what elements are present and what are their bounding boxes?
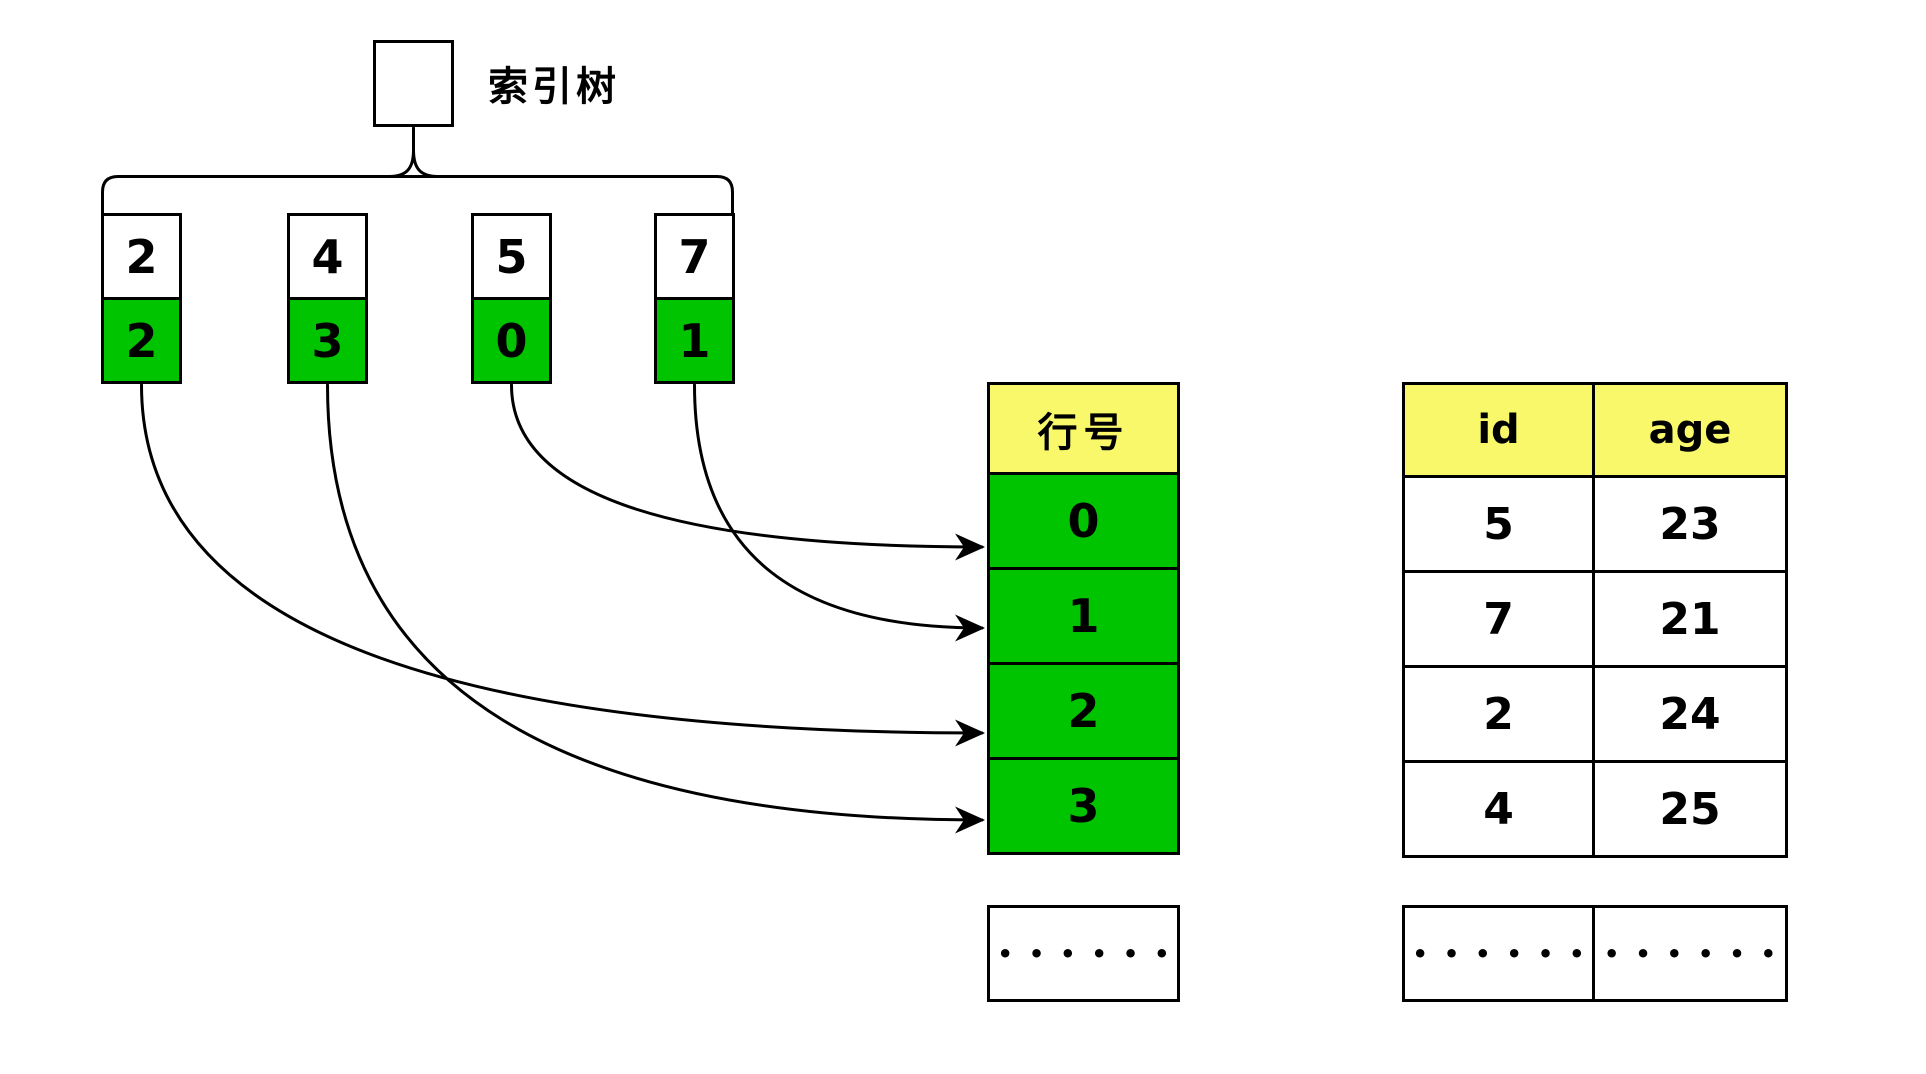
arrow-leaf-2-to-row-2 (140, 383, 985, 747)
data-table-header-row: id age (1405, 385, 1785, 478)
tree-connector-bracket (101, 126, 734, 217)
age-cell: 25 (1659, 783, 1721, 835)
data-table-ellipsis-box: •••••• •••••• (1402, 905, 1788, 1002)
table-row: 7 21 (1405, 573, 1785, 668)
leaf-node-key-2: 2 2 (101, 213, 182, 384)
leaf-row-pointer: 0 (474, 300, 549, 381)
leaf-key: 2 (104, 216, 179, 300)
row-number-cell-3: 3 (990, 760, 1177, 852)
id-cell: 7 (1405, 573, 1595, 665)
age-ellipsis-cell: •••••• (1595, 908, 1785, 999)
leaf-key: 5 (474, 216, 549, 300)
ellipsis-dots: •••••• (997, 939, 1186, 968)
column-header-id: id (1405, 385, 1595, 475)
arrow-leaf-7-to-row-1 (693, 383, 985, 642)
table-row: 2 24 (1405, 668, 1785, 763)
table-row: 5 23 (1405, 478, 1785, 573)
age-cell: 24 (1659, 688, 1721, 740)
leaf-row-pointer: 1 (657, 300, 732, 381)
arrow-leaf-4-to-row-3 (326, 383, 985, 834)
ellipsis-dots: •••••• (1412, 939, 1601, 968)
row-number-cell-2: 2 (990, 665, 1177, 760)
row-number-cell-0: 0 (990, 475, 1177, 570)
table-row: 4 25 (1405, 763, 1785, 855)
leaf-node-key-4: 4 3 (287, 213, 368, 384)
age-cell: 23 (1659, 498, 1721, 550)
leaf-key: 7 (657, 216, 732, 300)
leaf-node-key-5: 5 0 (471, 213, 552, 384)
ellipsis-dots: •••••• (1603, 939, 1793, 968)
tree-root-node (373, 40, 454, 127)
arrow-leaf-5-to-row-0 (510, 383, 985, 561)
leaf-row-pointer: 3 (290, 300, 365, 381)
row-number-table: 行号 0 1 2 3 (987, 382, 1180, 855)
leaf-key: 4 (290, 216, 365, 300)
row-number-ellipsis-box: •••••• (987, 905, 1180, 1002)
row-number-header: 行号 (990, 385, 1177, 475)
data-table: id age 5 23 7 21 2 24 4 25 (1402, 382, 1788, 858)
leaf-node-key-7: 7 1 (654, 213, 735, 384)
column-header-age: age (1648, 407, 1732, 453)
id-cell: 5 (1405, 478, 1595, 570)
tree-label: 索引树 (488, 64, 620, 110)
id-cell: 4 (1405, 763, 1595, 855)
row-number-cell-1: 1 (990, 570, 1177, 665)
id-ellipsis-cell: •••••• (1405, 908, 1595, 999)
age-cell: 21 (1659, 593, 1721, 645)
leaf-row-pointer: 2 (104, 300, 179, 381)
id-cell: 2 (1405, 668, 1595, 760)
